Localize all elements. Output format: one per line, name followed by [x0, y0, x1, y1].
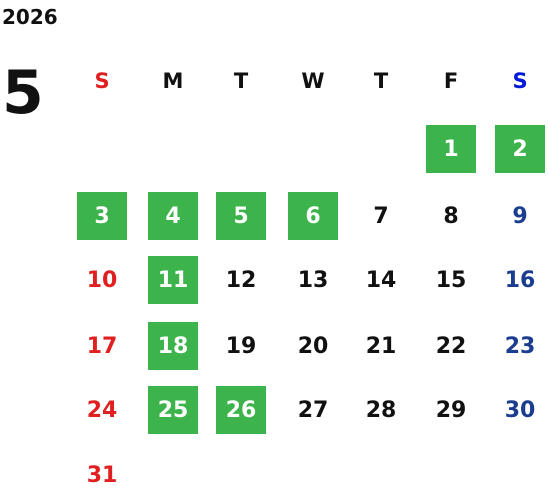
day-27[interactable]: 27	[288, 386, 338, 434]
day-number: 11	[157, 267, 189, 293]
day-13[interactable]: 13	[288, 256, 338, 304]
weekday-header-thursday: T	[373, 69, 389, 93]
day-number: 18	[157, 333, 189, 359]
day-5[interactable]: 5	[216, 192, 266, 240]
day-number: 15	[435, 267, 467, 293]
day-19[interactable]: 19	[216, 322, 266, 370]
day-number: 24	[86, 397, 118, 423]
day-number: 10	[86, 267, 118, 293]
day-number: 12	[225, 267, 257, 293]
day-22[interactable]: 22	[426, 322, 476, 370]
day-20[interactable]: 20	[288, 322, 338, 370]
day-number: 22	[435, 333, 467, 359]
year-label: 2026	[2, 5, 58, 29]
day-23[interactable]: 23	[495, 322, 545, 370]
day-number: 9	[512, 203, 528, 229]
day-21[interactable]: 21	[356, 322, 406, 370]
day-number: 14	[365, 267, 397, 293]
day-17[interactable]: 17	[77, 322, 127, 370]
day-30[interactable]: 30	[495, 386, 545, 434]
day-28[interactable]: 28	[356, 386, 406, 434]
weekday-header-tuesday: T	[233, 69, 249, 93]
day-number: 31	[86, 462, 118, 488]
month-number: 5	[2, 58, 44, 128]
day-1[interactable]: 1	[426, 125, 476, 173]
day-26[interactable]: 26	[216, 386, 266, 434]
day-18[interactable]: 18	[148, 322, 198, 370]
day-number: 26	[225, 397, 257, 423]
day-number: 6	[305, 203, 321, 229]
day-number: 17	[86, 333, 118, 359]
day-number: 13	[297, 267, 329, 293]
day-number: 23	[504, 333, 536, 359]
day-15[interactable]: 15	[426, 256, 476, 304]
day-7[interactable]: 7	[356, 192, 406, 240]
day-number: 19	[225, 333, 257, 359]
day-6[interactable]: 6	[288, 192, 338, 240]
day-number: 16	[504, 267, 536, 293]
day-24[interactable]: 24	[77, 386, 127, 434]
day-10[interactable]: 10	[77, 256, 127, 304]
weekday-header-sunday: S	[94, 69, 110, 93]
day-number: 20	[297, 333, 329, 359]
weekday-header-friday: F	[443, 69, 459, 93]
day-2[interactable]: 2	[495, 125, 545, 173]
day-25[interactable]: 25	[148, 386, 198, 434]
day-number: 30	[504, 397, 536, 423]
day-11[interactable]: 11	[148, 256, 198, 304]
day-number: 7	[373, 203, 389, 229]
day-14[interactable]: 14	[356, 256, 406, 304]
weekday-header-saturday: S	[512, 69, 528, 93]
day-number: 29	[435, 397, 467, 423]
day-number: 21	[365, 333, 397, 359]
day-number: 2	[512, 136, 528, 162]
day-number: 3	[94, 203, 110, 229]
day-3[interactable]: 3	[77, 192, 127, 240]
day-9[interactable]: 9	[495, 192, 545, 240]
day-8[interactable]: 8	[426, 192, 476, 240]
day-number: 5	[233, 203, 249, 229]
day-number: 28	[365, 397, 397, 423]
day-number: 25	[157, 397, 189, 423]
weekday-header-monday: M	[162, 69, 184, 93]
day-number: 8	[443, 203, 459, 229]
day-number: 27	[297, 397, 329, 423]
day-31[interactable]: 31	[77, 451, 127, 499]
weekday-header-wednesday: W	[301, 69, 325, 93]
day-4[interactable]: 4	[148, 192, 198, 240]
day-12[interactable]: 12	[216, 256, 266, 304]
day-number: 1	[443, 136, 459, 162]
day-number: 4	[165, 203, 181, 229]
day-16[interactable]: 16	[495, 256, 545, 304]
day-29[interactable]: 29	[426, 386, 476, 434]
